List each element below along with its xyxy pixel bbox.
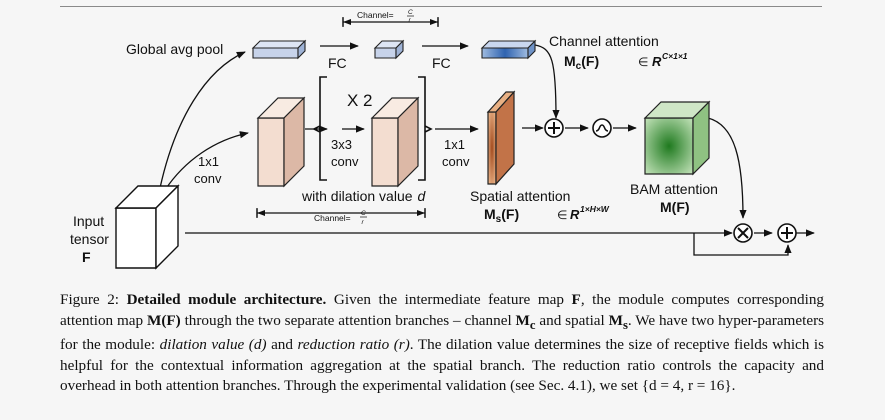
svg-text:∈: ∈ [557,208,567,222]
top-rule [60,6,822,7]
global-pool-box [251,39,307,60]
input-to-conv1-arrow [164,131,249,191]
svg-text:1×H×W: 1×H×W [580,204,610,214]
input-tensor-line1: Input [73,213,104,229]
global-avg-pool-label: Global avg pool [126,41,223,57]
times-icon [733,223,753,243]
figure-title: Detailed module architecture. [126,291,327,308]
channel-top-label: Channel= [357,10,394,20]
conv3x3-line2: conv [331,154,359,169]
bam-attention-label: BAM attention [630,181,718,197]
svg-text:∈: ∈ [638,55,648,69]
fc1-label: FC [328,55,347,71]
residual-arrow [693,233,792,256]
bam-formula: M(F) [660,199,690,215]
channel-attention-label: Channel attention [549,33,659,49]
channel-top-frac-den: r [409,17,412,24]
channel-bottom-frac-den: r [362,219,365,226]
input-tensor-box [114,184,180,270]
conv1x1-right-line2: conv [442,154,470,169]
repeat-x2-label: X 2 [347,91,373,110]
residual-plus-icon [777,223,797,243]
bam-attention-box [643,100,711,176]
ms-formula: Ms(F) ∈ R 1×H×W [484,204,610,225]
connector-lines [159,17,815,256]
plus-icon [544,118,564,138]
channel-top-frac-num: C [408,9,413,16]
figure-caption: Figure 2: Detailed module architecture. … [60,291,825,395]
input-to-pool-arrow [159,51,246,189]
sigmoid-icon [592,118,612,138]
right-bracket [418,76,433,181]
svg-text:R: R [652,54,662,69]
conv1x1-left-line2: conv [194,171,222,186]
conv1x1-left-line1: 1x1 [198,154,219,169]
spatial-attention-label: Spatial attention [470,188,570,204]
bam-to-times-arrow [707,117,747,219]
dim-arrowheads [257,19,438,216]
input-tensor-line3: F [82,249,91,265]
fc2-label: FC [432,55,451,71]
figure-label: Figure 2: [60,291,120,308]
mc-formula: Mc(F) ∈ R C×1×1 [564,51,688,72]
fc-bottleneck-box [373,39,405,60]
channel-to-plus-arrow [534,44,560,119]
channel-bottom-label: Channel= [314,213,351,223]
bam-architecture-diagram: Global avg pool FC FC Channel= C r Chann… [70,9,815,270]
svg-text:R: R [570,207,580,222]
svg-text:Ms(F): Ms(F) [484,206,519,225]
input-tensor-line2: tensor [70,231,109,247]
conv1x1-right-line1: 1x1 [444,137,465,152]
left-bracket [312,76,327,181]
channel-attention-box [480,39,537,60]
conv1x1-reduce-box [256,96,306,188]
svg-text:C×1×1: C×1×1 [662,51,688,61]
spatial-attention-box [486,90,516,186]
repeat-brackets [312,76,433,181]
conv3x3-line1: 3x3 [331,137,352,152]
svg-text:Mc(F): Mc(F) [564,53,599,72]
conv3x3-dilated-box [370,96,420,188]
channel-bottom-frac-num: C [361,210,366,217]
